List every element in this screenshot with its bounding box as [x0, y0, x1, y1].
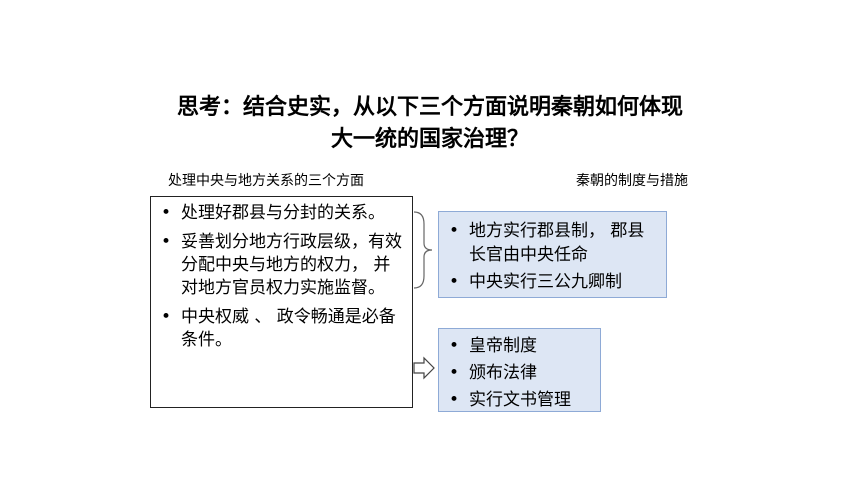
title-line-1: 思考：结合史实，从以下三个方面说明秦朝如何体现 [176, 95, 683, 120]
measure-item-2: 中央实行三公九卿制 [447, 270, 658, 294]
page-title: 思考：结合史实，从以下三个方面说明秦朝如何体现 大一统的国家治理？ [0, 92, 860, 156]
left-column-label: 处理中央与地方关系的三个方面 [168, 173, 364, 189]
aspects-box: 处理好郡县与分封的关系。 妥善划分地方行政层级，有效分配中央与地方的权力， 并对… [150, 196, 413, 408]
measure-item-3: 皇帝制度 [447, 334, 592, 358]
measure-item-5: 实行文书管理 [447, 388, 592, 412]
title-line-2: 大一统的国家治理？ [330, 127, 529, 152]
measure-item-4: 颁布法律 [447, 361, 592, 385]
aspect-item-1: 处理好郡县与分封的关系。 [159, 202, 404, 225]
right-column-label: 秦朝的制度与措施 [576, 173, 688, 189]
local-system-box: 地方实行郡县制， 郡县长官由中央任命 中央实行三公九卿制 [438, 211, 667, 298]
double-arrow-icon [413, 356, 435, 380]
brace-connector [413, 211, 433, 289]
central-authority-box: 皇帝制度 颁布法律 实行文书管理 [438, 328, 601, 412]
measure-item-1: 地方实行郡县制， 郡县长官由中央任命 [447, 219, 658, 267]
aspect-item-2: 妥善划分地方行政层级，有效分配中央与地方的权力， 并对地方官员权力实施监督。 [159, 231, 404, 300]
aspect-item-3: 中央权威 、 政令畅通是必备条件。 [159, 306, 404, 352]
